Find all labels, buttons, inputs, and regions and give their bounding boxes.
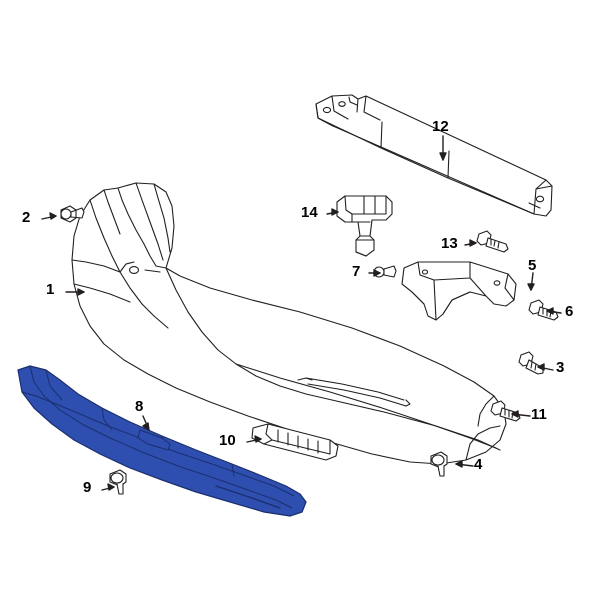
part-8-lower-spoiler-highlighted bbox=[17, 365, 307, 517]
part-4-clip bbox=[430, 451, 448, 477]
callout-14[interactable]: 14 bbox=[301, 204, 318, 221]
part-1-bumper-cover bbox=[71, 182, 507, 465]
callout-6[interactable]: 6 bbox=[565, 303, 574, 320]
part-6-bolt bbox=[528, 299, 559, 321]
callout-9[interactable]: 9 bbox=[83, 479, 92, 496]
part-3-bolt bbox=[518, 351, 544, 375]
callout-1[interactable]: 1 bbox=[46, 281, 55, 298]
part-14-bracket bbox=[336, 195, 393, 257]
callout-13[interactable]: 13 bbox=[441, 235, 458, 252]
part-11-bolt bbox=[490, 400, 521, 422]
part-2-clip bbox=[60, 205, 85, 223]
part-9-clip bbox=[109, 469, 127, 495]
part-13-bolt bbox=[476, 230, 509, 253]
callout-10[interactable]: 10 bbox=[219, 432, 236, 449]
callout-3[interactable]: 3 bbox=[556, 359, 565, 376]
callout-2[interactable]: 2 bbox=[22, 209, 31, 226]
part-5-side-bracket bbox=[401, 261, 517, 321]
callout-4[interactable]: 4 bbox=[474, 456, 483, 473]
callout-5[interactable]: 5 bbox=[528, 257, 537, 274]
callout-12[interactable]: 12 bbox=[432, 118, 449, 135]
part-12-reinforcement-beam bbox=[315, 94, 553, 217]
callout-8[interactable]: 8 bbox=[135, 398, 144, 415]
callout-11[interactable]: 11 bbox=[531, 406, 547, 423]
leader-lines bbox=[41, 135, 562, 491]
callout-7[interactable]: 7 bbox=[352, 263, 361, 280]
